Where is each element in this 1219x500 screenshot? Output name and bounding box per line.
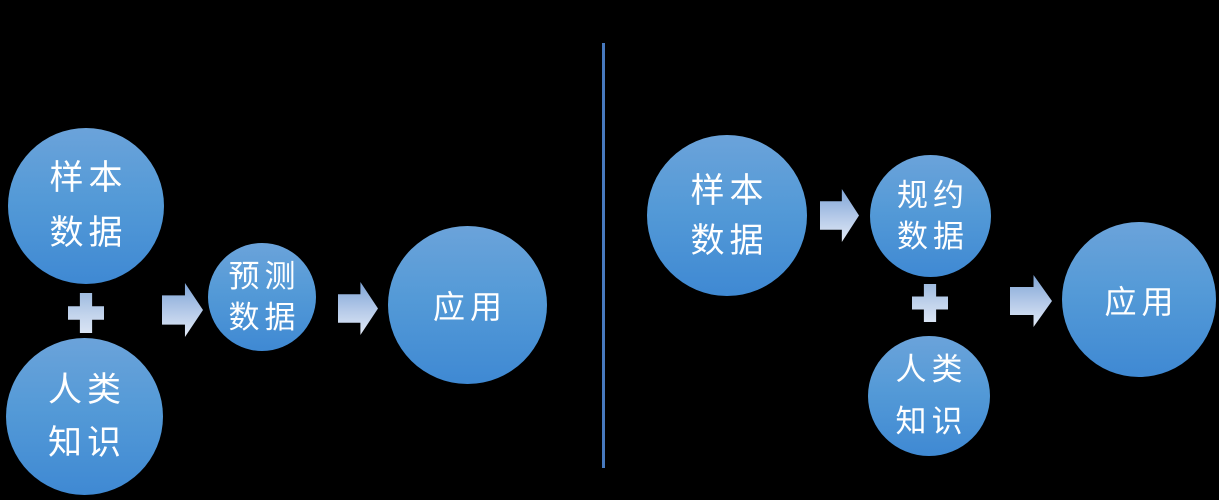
circle-human-knowledge: 人类 知识 <box>6 338 163 495</box>
circle-label-line: 数据 <box>49 214 128 252</box>
circle-reduced-data: 规约 数据 <box>870 155 991 277</box>
circle-label-line: 人类 <box>48 370 126 409</box>
circle-label-line: 样本 <box>49 159 128 197</box>
circle-label-line: 应用 <box>432 289 507 325</box>
circle-predicted-data: 预测 数据 <box>208 243 316 351</box>
arrow-right-icon <box>820 189 859 242</box>
arrow-right-icon <box>162 283 203 337</box>
circle-sample-data: 样本 数据 <box>8 128 164 284</box>
circle-label-line: 知识 <box>48 423 126 462</box>
circle-human-knowledge: 人类 知识 <box>868 336 990 456</box>
circle-label-line: 数据 <box>228 300 301 335</box>
circle-label-line: 样本 <box>690 171 769 210</box>
plus-icon <box>912 284 948 322</box>
circle-label-line: 规约 <box>897 178 969 213</box>
arrow-right-icon <box>338 282 378 335</box>
circle-application: 应用 <box>1062 222 1216 377</box>
circle-label-line: 知识 <box>895 404 968 439</box>
plus-icon <box>68 293 104 333</box>
circle-label-line: 人类 <box>895 352 968 387</box>
circle-label-line: 数据 <box>897 219 969 254</box>
circle-application: 应用 <box>388 226 547 384</box>
section-divider <box>602 43 605 468</box>
circle-label-line: 数据 <box>690 221 769 260</box>
circle-label-line: 预测 <box>228 259 301 294</box>
circle-label-line: 应用 <box>1104 283 1179 320</box>
circle-sample-data: 样本 数据 <box>647 135 807 296</box>
arrow-right-icon <box>1010 275 1052 327</box>
